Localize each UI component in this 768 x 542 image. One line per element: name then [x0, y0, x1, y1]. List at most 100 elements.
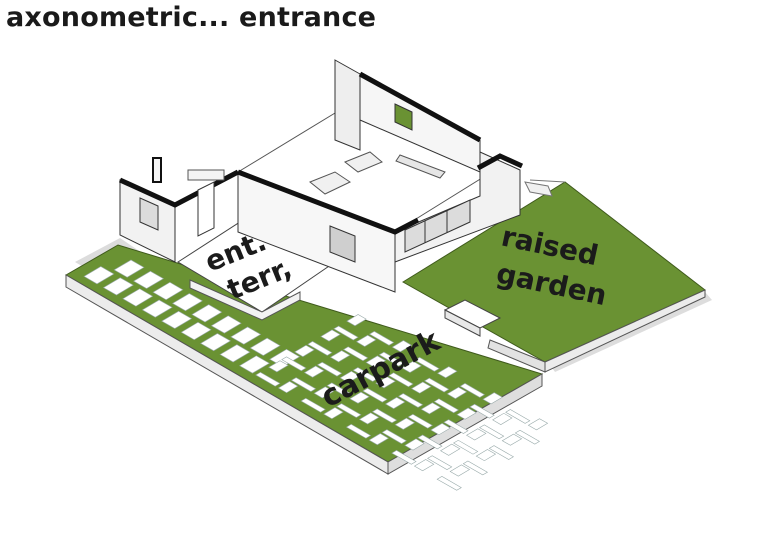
paver [394, 417, 416, 430]
right-wall-window [404, 199, 471, 253]
paver [365, 355, 387, 368]
paver [414, 357, 440, 372]
paver [368, 331, 395, 346]
paver [122, 288, 154, 307]
paver [333, 325, 359, 341]
paver [290, 377, 317, 392]
paver [255, 371, 281, 387]
wall-top-front [237, 169, 420, 235]
paver [239, 355, 270, 374]
paver [424, 377, 450, 393]
entrance-door [197, 181, 215, 237]
paver [326, 382, 352, 398]
paver [449, 464, 471, 477]
paver [268, 360, 289, 373]
paver [482, 392, 503, 405]
paver [452, 439, 479, 455]
paver [375, 376, 396, 389]
paver [420, 402, 442, 415]
terrace-step [189, 279, 301, 321]
sofa-2 [343, 151, 383, 173]
paver [323, 407, 344, 420]
planter-side [444, 309, 481, 337]
paver [300, 397, 326, 413]
paver [514, 429, 540, 445]
paver [404, 438, 425, 451]
paver [391, 450, 417, 465]
paver [133, 270, 164, 289]
garden-side-edge [487, 339, 546, 373]
paver [488, 445, 515, 460]
sofa-1 [309, 171, 352, 195]
paver [281, 356, 307, 372]
garden-step [524, 181, 553, 197]
paver [411, 381, 432, 394]
front-wall-opening [329, 225, 356, 263]
paver [443, 419, 469, 434]
paver [475, 449, 497, 462]
building [118, 59, 524, 293]
paver [83, 266, 115, 285]
left-wall-window [139, 197, 159, 231]
bench-left [187, 169, 225, 181]
rear-window [394, 103, 413, 131]
paver [398, 393, 424, 408]
paver [356, 334, 377, 347]
paver [277, 381, 299, 394]
paver [407, 413, 433, 429]
paver [161, 310, 193, 329]
paver [462, 460, 489, 476]
paver [378, 351, 405, 367]
paver [358, 412, 380, 425]
paver [191, 304, 223, 323]
paver [478, 424, 505, 440]
paver [430, 423, 451, 436]
paver [339, 370, 361, 383]
paver [388, 372, 414, 388]
paver [391, 340, 413, 353]
paver [413, 459, 435, 472]
paver [316, 361, 343, 377]
paver [433, 398, 459, 414]
paver-pattern [83, 259, 549, 491]
paver [362, 387, 388, 403]
paver [440, 443, 461, 456]
paver [141, 299, 173, 318]
paver [437, 366, 458, 379]
paver [180, 321, 212, 341]
sideboard [395, 154, 446, 179]
paver [152, 281, 184, 301]
paver [371, 408, 398, 424]
wall-top-rear [358, 71, 482, 143]
paver [417, 434, 443, 450]
paver [466, 428, 487, 441]
carpark-paving [65, 244, 549, 491]
paver [343, 346, 369, 362]
paver [336, 403, 362, 418]
paver [329, 350, 351, 363]
paver [505, 409, 531, 424]
paver [385, 397, 406, 409]
paver [210, 315, 242, 334]
paver [303, 365, 325, 378]
paver [307, 341, 333, 356]
paver [249, 337, 281, 356]
back-wall [334, 59, 361, 151]
paver [313, 386, 334, 399]
paver [459, 383, 485, 398]
paver [446, 386, 468, 399]
paver [352, 367, 378, 382]
paver [527, 418, 549, 431]
paver [294, 344, 315, 357]
paver [113, 259, 145, 278]
paver [401, 360, 422, 373]
paver [102, 277, 134, 296]
paver [320, 329, 341, 342]
paver [349, 391, 370, 404]
paver [219, 344, 251, 363]
paver [368, 433, 389, 446]
garden-step-line [529, 179, 566, 183]
paver [492, 412, 513, 425]
paver [172, 293, 203, 312]
